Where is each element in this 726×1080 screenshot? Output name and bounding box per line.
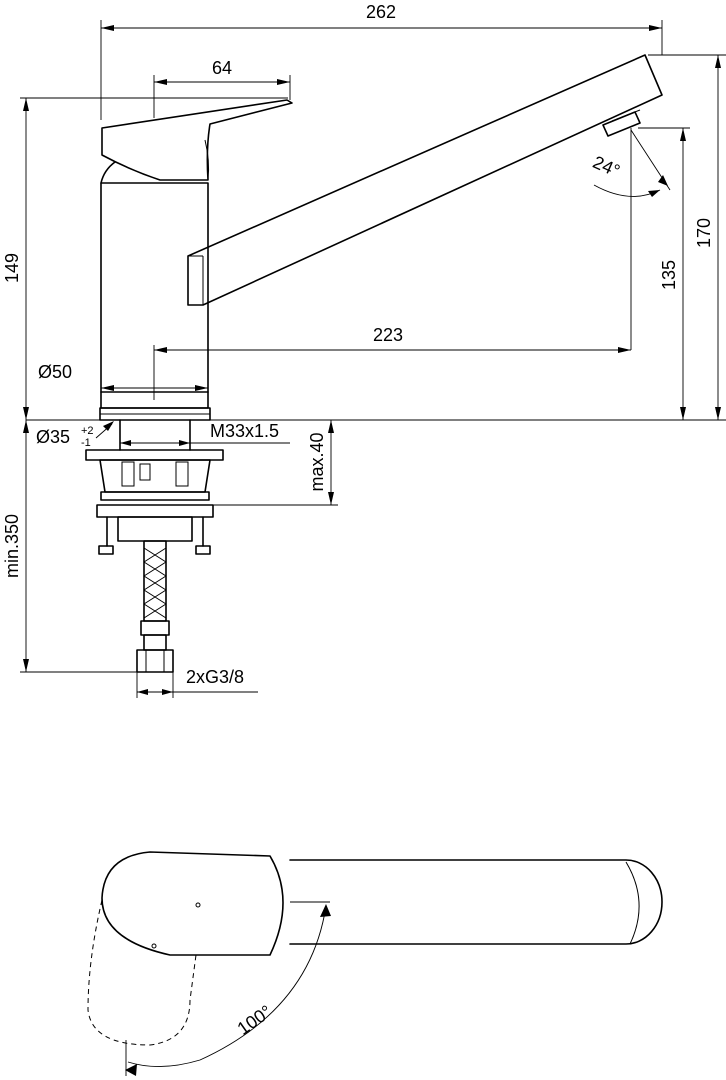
label-body-diameter: Ø50	[38, 362, 72, 382]
label-spout-angle: 24°	[590, 152, 623, 181]
label-connections: 2xG3/8	[186, 667, 244, 687]
label-handle-length: 64	[212, 58, 232, 78]
label-min-hose: min.350	[2, 514, 22, 578]
dim-hole-diameter: Ø35 +2 -1	[36, 421, 190, 449]
dim-total-length: 262	[100, 2, 663, 120]
dim-max-deck: max.40	[213, 420, 338, 506]
aerator	[602, 111, 641, 137]
dim-spout-angle: 24°	[590, 128, 671, 350]
label-hole-tol-upper: +2	[81, 425, 94, 437]
body-cylinder	[100, 182, 209, 409]
label-total-length: 262	[366, 2, 396, 22]
label-spout-reach: 223	[373, 325, 403, 345]
spout-top	[289, 859, 663, 945]
label-total-height: 170	[694, 218, 714, 248]
dim-connections: 2xG3/8	[136, 667, 258, 698]
side-elevation: 262 64 149 170	[2, 2, 726, 698]
handle-rotated-outline	[87, 899, 197, 1046]
top-view: 100°	[87, 851, 663, 1076]
lever-handle	[101, 99, 293, 181]
label-body-height: 149	[2, 253, 22, 283]
label-handle-rotation: 100°	[234, 1001, 276, 1039]
connector-nut	[136, 649, 174, 673]
label-max-deck: max.40	[307, 432, 327, 491]
dim-body-diameter: Ø50	[38, 362, 208, 391]
dim-total-height: 170	[648, 54, 726, 420]
label-hole-tol-lower: -1	[81, 437, 91, 449]
braided-hose	[143, 540, 167, 622]
spout	[187, 54, 663, 306]
label-spout-height: 135	[659, 260, 679, 290]
label-thread: M33x1.5	[210, 421, 279, 441]
mounting-hardware	[85, 419, 224, 673]
dim-thread: M33x1.5	[190, 421, 290, 444]
dim-spout-reach: 223	[153, 325, 631, 400]
label-hole-diameter: Ø35	[36, 427, 70, 447]
handle-top	[101, 851, 284, 956]
dim-body-height: 149	[2, 97, 288, 420]
dim-min-hose: min.350	[2, 420, 137, 673]
rotation-arc	[127, 905, 327, 1067]
dim-handle-length: 64	[153, 58, 291, 118]
dim-spout-height: 135	[638, 127, 690, 420]
